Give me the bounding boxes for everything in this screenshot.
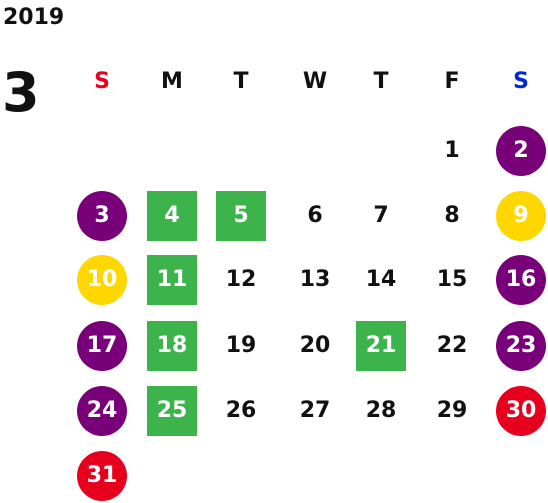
calendar-day-15[interactable]: 15 (436, 267, 468, 292)
year-label: 2019 (3, 5, 65, 30)
calendar-day-18[interactable]: 18 (147, 321, 197, 371)
weekday-2: T (233, 69, 249, 94)
calendar-day-19[interactable]: 19 (225, 333, 257, 358)
calendar-day-3[interactable]: 3 (77, 191, 127, 241)
calendar-day-8[interactable]: 8 (444, 203, 460, 228)
month-label: 3 (2, 61, 40, 124)
calendar-day-31[interactable]: 31 (77, 451, 127, 501)
calendar-day-14[interactable]: 14 (365, 267, 397, 292)
calendar-day-17[interactable]: 17 (77, 321, 127, 371)
calendar-day-27[interactable]: 27 (299, 398, 331, 423)
calendar-day-10[interactable]: 10 (77, 255, 127, 305)
weekday-1: M (161, 69, 183, 94)
calendar-day-6[interactable]: 6 (307, 203, 323, 228)
calendar-day-30[interactable]: 30 (496, 386, 546, 436)
calendar-day-2[interactable]: 2 (496, 126, 546, 176)
calendar-day-5[interactable]: 5 (216, 191, 266, 241)
calendar-day-9[interactable]: 9 (496, 191, 546, 241)
calendar-day-4[interactable]: 4 (147, 191, 197, 241)
calendar-day-16[interactable]: 16 (496, 255, 546, 305)
calendar-day-22[interactable]: 22 (436, 333, 468, 358)
calendar-day-11[interactable]: 11 (147, 255, 197, 305)
calendar-day-26[interactable]: 26 (225, 398, 257, 423)
calendar-day-24[interactable]: 24 (77, 386, 127, 436)
weekday-6: S (513, 69, 529, 94)
calendar-day-1[interactable]: 1 (444, 138, 460, 163)
calendar-day-29[interactable]: 29 (436, 398, 468, 423)
calendar-day-21[interactable]: 21 (356, 321, 406, 371)
weekday-0: S (94, 69, 110, 94)
calendar-day-20[interactable]: 20 (299, 333, 331, 358)
calendar-day-12[interactable]: 12 (225, 267, 257, 292)
calendar-day-28[interactable]: 28 (365, 398, 397, 423)
calendar-day-23[interactable]: 23 (496, 321, 546, 371)
weekday-5: F (444, 69, 460, 94)
calendar-day-13[interactable]: 13 (299, 267, 331, 292)
calendar-day-25[interactable]: 25 (147, 386, 197, 436)
weekday-4: T (373, 69, 389, 94)
calendar-day-7[interactable]: 7 (373, 203, 389, 228)
weekday-3: W (302, 69, 328, 94)
